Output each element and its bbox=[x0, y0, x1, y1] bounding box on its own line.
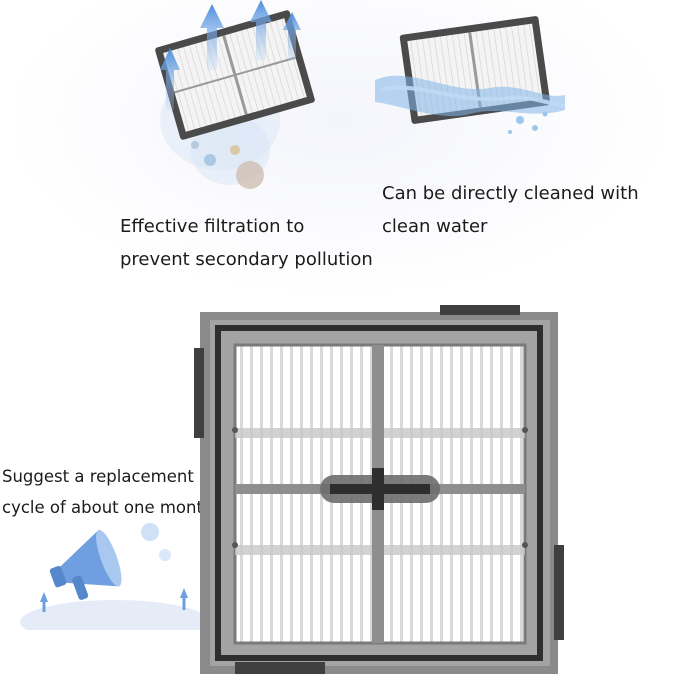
filtration-caption-line1: Effective filtration to bbox=[120, 216, 305, 237]
filter-water-illustration bbox=[375, 16, 566, 134]
filtration-caption: Effective filtration to prevent secondary… bbox=[120, 210, 373, 276]
filtration-caption-line2: prevent secondary pollution bbox=[120, 249, 373, 270]
washable-caption: Can be directly cleaned with clean water bbox=[382, 177, 639, 243]
washable-caption-line2: clean water bbox=[382, 216, 488, 237]
megaphone-icon bbox=[20, 523, 210, 630]
hepa-filter-image bbox=[194, 305, 564, 674]
replacement-caption-line1: Suggest a replacement bbox=[2, 467, 194, 486]
washable-caption-line1: Can be directly cleaned with bbox=[382, 183, 639, 204]
background-glow bbox=[0, 0, 679, 300]
replacement-caption-line2: cycle of about one month bbox=[2, 498, 214, 517]
filter-airflow-illustration bbox=[155, 0, 315, 189]
replacement-caption: Suggest a replacement cycle of about one … bbox=[2, 461, 213, 523]
